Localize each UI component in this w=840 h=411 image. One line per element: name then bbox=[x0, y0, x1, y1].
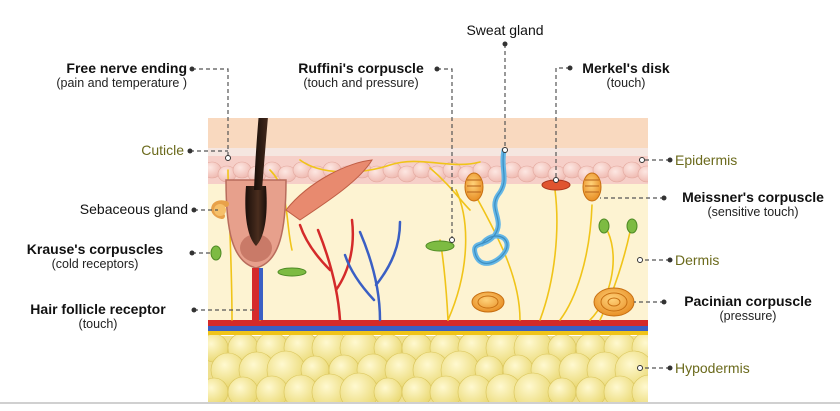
label-pacinian-sub: (pressure) bbox=[719, 309, 777, 324]
label-hair-follicle-receptor: Hair follicle receptor (touch) bbox=[8, 301, 188, 331]
label-cuticle-title: Cuticle bbox=[141, 142, 184, 158]
cuticle-layer bbox=[208, 118, 648, 150]
label-sebaceous-gland: Sebaceous gland bbox=[80, 201, 188, 217]
label-hair-follicle-sub: (touch) bbox=[78, 317, 118, 332]
label-krause-title: Krause's corpuscles bbox=[26, 241, 164, 257]
sebaceous-gland bbox=[211, 200, 229, 219]
label-pacinian-corpuscle: Pacinian corpuscle (pressure) bbox=[668, 293, 828, 323]
label-sweat-gland-title: Sweat gland bbox=[466, 22, 544, 38]
label-cuticle: Cuticle bbox=[141, 142, 184, 158]
pacinian-corpuscles bbox=[471, 287, 635, 317]
label-meissner-title: Meissner's corpuscle bbox=[682, 189, 824, 205]
label-merkel-disk: Merkel's disk (touch) bbox=[574, 60, 678, 90]
leader-lines bbox=[190, 44, 670, 369]
label-sebaceous-title: Sebaceous gland bbox=[79, 201, 188, 217]
label-pacinian-title: Pacinian corpuscle bbox=[684, 293, 812, 309]
label-hypodermis: Hypodermis bbox=[675, 360, 750, 376]
label-hair-follicle-title: Hair follicle receptor bbox=[30, 301, 166, 317]
label-merkel-sub: (touch) bbox=[606, 76, 646, 91]
label-ruffini-sub: (touch and pressure) bbox=[303, 76, 419, 91]
vein-band bbox=[208, 326, 648, 331]
label-sweat-gland: Sweat gland bbox=[450, 22, 560, 38]
bottom-divider bbox=[0, 402, 840, 404]
label-ruffini-title: Ruffini's corpuscle bbox=[298, 60, 424, 76]
nerve-band bbox=[208, 331, 648, 335]
label-free-nerve-ending: Free nerve ending (pain and temperature … bbox=[56, 60, 187, 90]
label-krause-corpuscles: Krause's corpuscles (cold receptors) bbox=[6, 241, 184, 271]
hair-follicle bbox=[225, 118, 287, 320]
fat-cell bbox=[649, 356, 677, 384]
vein-branches bbox=[343, 220, 402, 322]
label-free-nerve-ending-title: Free nerve ending bbox=[66, 60, 187, 76]
meissner-corpuscles bbox=[464, 172, 602, 202]
artery-band bbox=[208, 320, 648, 326]
label-dermis: Dermis bbox=[675, 252, 720, 268]
arrector-pili-muscle bbox=[285, 159, 373, 221]
label-ruffini-corpuscle: Ruffini's corpuscle (touch and pressure) bbox=[286, 60, 436, 90]
label-meissner-corpuscle: Meissner's corpuscle (sensitive touch) bbox=[668, 189, 838, 219]
fat-cell bbox=[631, 374, 648, 402]
label-free-nerve-ending-sub: (pain and temperature ) bbox=[56, 76, 187, 91]
artery-branches bbox=[298, 218, 355, 322]
epidermis-cell bbox=[637, 165, 648, 183]
label-epidermis: Epidermis bbox=[675, 152, 738, 168]
label-merkel-title: Merkel's disk bbox=[582, 60, 670, 76]
leader-dots bbox=[187, 41, 673, 371]
label-krause-sub: (cold receptors) bbox=[51, 257, 139, 272]
krause-corpuscles bbox=[210, 218, 638, 277]
label-meissner-sub: (sensitive touch) bbox=[707, 205, 799, 220]
